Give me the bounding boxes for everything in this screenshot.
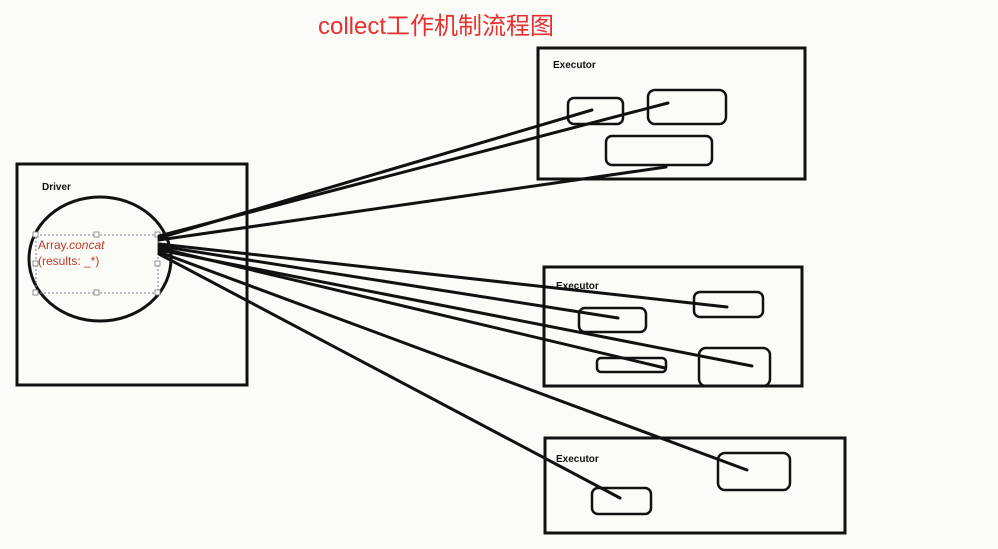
selection-handle <box>154 289 161 296</box>
code-line-1: Array.concat <box>38 238 105 252</box>
partition-1c <box>604 134 714 167</box>
connection-line <box>157 252 622 500</box>
partition-2c <box>595 356 668 374</box>
driver-label: Driver <box>42 182 71 193</box>
executor-label-3: Executor <box>556 454 599 465</box>
selection-handle <box>32 289 39 296</box>
connection-line <box>157 242 729 309</box>
page-title: collect工作机制流程图 <box>318 13 555 40</box>
driver-box <box>15 162 249 387</box>
connection-line <box>157 244 620 320</box>
partition-1a <box>566 96 625 126</box>
executor-box-1 <box>536 46 807 181</box>
selection-handle <box>93 289 100 296</box>
selection-handle <box>154 260 161 267</box>
code-line-2: (results: _*) <box>38 254 99 268</box>
code-concat-method: concat <box>69 238 105 252</box>
partition-2d <box>697 346 772 388</box>
executor-box-3 <box>543 436 847 535</box>
connection-line <box>157 248 754 368</box>
code-selection-box <box>32 231 161 296</box>
code-array-prefix: Array. <box>38 238 69 252</box>
partition-1b <box>646 88 728 126</box>
connection-line <box>157 165 668 242</box>
partition-2a <box>577 306 648 334</box>
executor-node-2: Executor <box>542 265 804 388</box>
executor-node-3: Executor <box>543 436 847 535</box>
executor-label-2: Executor <box>556 281 599 292</box>
collect-connections <box>157 101 754 500</box>
partition-3b <box>716 451 792 492</box>
selection-handle <box>93 231 100 238</box>
connection-line <box>157 101 670 238</box>
connection-line <box>157 250 749 472</box>
partition-3a <box>590 486 653 516</box>
executor-label-1: Executor <box>553 60 596 71</box>
selection-handle <box>32 231 39 238</box>
selection-handle <box>32 260 39 267</box>
driver-node: Driver Array.concat (results: _*) <box>15 162 249 387</box>
